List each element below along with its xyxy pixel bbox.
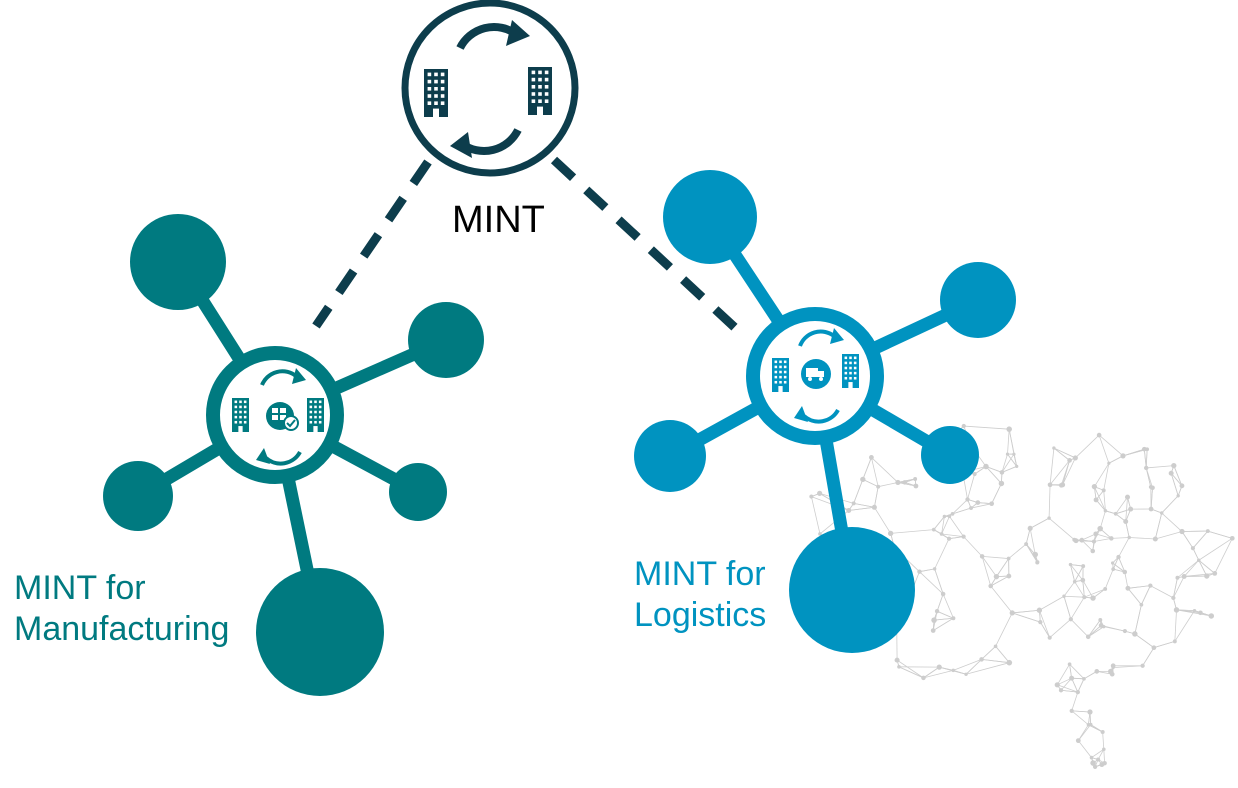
logistics-cluster [634, 170, 1016, 653]
logistics-node [789, 527, 915, 653]
logistics-node [921, 426, 979, 484]
manufacturing-node [389, 463, 447, 521]
connector-to-manufacturing [312, 159, 432, 329]
manufacturing-node [408, 302, 484, 378]
logistics-label: MINT for Logistics [634, 555, 767, 634]
logistics-node [940, 262, 1016, 338]
manufacturing-node [103, 461, 173, 531]
brain-mesh-icon [803, 423, 1235, 769]
logistics-node [663, 170, 757, 264]
truck-buildings-sync-icon [772, 328, 859, 424]
manufacturing-label: MINT for Manufacturing [14, 569, 230, 648]
manufacturing-node [256, 568, 384, 696]
mint-label: MINT [452, 199, 545, 241]
buildings-sync-icon [424, 20, 552, 158]
mint-hub [401, 0, 579, 177]
manufacturing-cluster [103, 214, 484, 696]
manufacturing-node [130, 214, 226, 310]
logistics-node [634, 420, 706, 492]
factory-buildings-sync-icon [232, 368, 324, 466]
